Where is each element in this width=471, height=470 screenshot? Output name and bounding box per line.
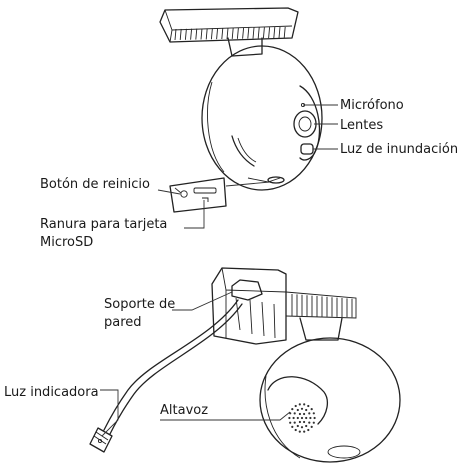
bracket-rib: [283, 26, 286, 38]
microsd-slot: [193, 187, 217, 194]
speaker-hole: [308, 412, 311, 415]
lens: [293, 110, 317, 138]
speaker-hole: [305, 416, 308, 420]
label-lens: Lentes: [340, 118, 383, 133]
speaker-hole: [296, 424, 299, 428]
bracket-rib: [252, 27, 255, 39]
speaker-hole: [308, 421, 311, 424]
bracket-rib: [221, 28, 224, 40]
bottom-camera: [89, 267, 401, 463]
label-wall-mount-line1: Soporte de: [104, 297, 175, 312]
indicator-led: [97, 438, 103, 444]
speaker-hole: [298, 430, 301, 433]
bracket-rib: [273, 27, 276, 39]
speaker-hole: [307, 428, 310, 432]
speaker-hole: [305, 424, 308, 428]
reset-button: [180, 190, 188, 198]
speaker-hole: [291, 425, 294, 428]
top-arm: [227, 37, 263, 57]
bracket-rib: [210, 28, 213, 40]
bracket-rib: [262, 27, 265, 39]
speaker-hole: [303, 403, 306, 406]
bottom-wall-bracket: [211, 267, 357, 345]
speaker-hole: [312, 412, 315, 415]
bracket-rib: [231, 27, 234, 39]
speaker-hole: [293, 412, 296, 415]
speaker-hole: [310, 425, 313, 428]
label-reset-button: Botón de reinicio: [40, 177, 150, 192]
bracket-rib: [205, 28, 208, 40]
label-sd-slot-line2: MicroSD: [40, 235, 93, 250]
speaker-hole: [294, 404, 297, 408]
speaker-hole: [298, 403, 301, 406]
lens-inner: [298, 116, 312, 132]
label-wall-mount-line2: pared: [104, 315, 142, 330]
speaker-hole: [289, 421, 292, 424]
speaker-hole: [303, 420, 306, 424]
floodlight: [300, 143, 314, 155]
top-underside-detail: [169, 177, 271, 213]
bracket-rib: [174, 28, 177, 41]
top-camera: [157, 7, 338, 229]
speaker-hole: [296, 416, 299, 420]
speaker-hole: [291, 408, 294, 411]
bottom-base-ring: [327, 445, 361, 459]
bracket-rib: [195, 28, 198, 40]
label-speaker: Altavoz: [160, 403, 208, 418]
speaker-hole: [292, 416, 295, 420]
top-camera-body: [201, 45, 323, 191]
bracket-rib: [216, 28, 219, 40]
bracket-rib: [268, 27, 271, 39]
speaker-hole: [300, 416, 304, 420]
speaker-hole: [312, 421, 315, 424]
speaker-hole: [293, 421, 296, 424]
speaker-grille: [288, 403, 316, 433]
speaker-hole: [300, 426, 304, 429]
speaker-hole: [296, 408, 299, 412]
bracket-rib: [242, 27, 245, 39]
speaker-hole: [313, 416, 316, 420]
label-microphone: Micrófono: [340, 98, 404, 113]
cable-connector: [89, 427, 113, 453]
bottom-camera-body: [259, 337, 401, 463]
speaker-hole: [298, 420, 301, 424]
bracket-rib: [226, 27, 229, 40]
bracket-rib: [179, 28, 182, 40]
speaker-hole: [303, 412, 306, 416]
bottom-arm: [299, 317, 343, 341]
speaker-hole: [298, 412, 301, 416]
speaker-hole: [300, 407, 304, 410]
label-indicator-light: Luz indicadora: [4, 385, 99, 400]
speaker-hole: [309, 416, 312, 420]
bracket-rib: [184, 28, 187, 40]
speaker-hole: [288, 416, 291, 420]
speaker-hole: [307, 404, 310, 408]
speaker-hole: [303, 430, 306, 433]
bracket-rib: [190, 28, 193, 40]
speaker-hole: [294, 428, 297, 432]
label-floodlight: Luz de inundación: [340, 142, 458, 157]
bracket-rib: [257, 27, 260, 39]
top-wall-bracket: [159, 7, 299, 43]
bracket-rib: [236, 27, 239, 39]
label-sd-slot-line1: Ranura para tarjeta: [40, 217, 167, 232]
bracket-rib: [200, 28, 203, 40]
speaker-hole: [310, 408, 313, 411]
top-bottom-port: [267, 176, 285, 184]
speaker-hole: [305, 408, 308, 412]
bracket-rib: [278, 26, 281, 39]
bracket-rib: [247, 27, 250, 39]
